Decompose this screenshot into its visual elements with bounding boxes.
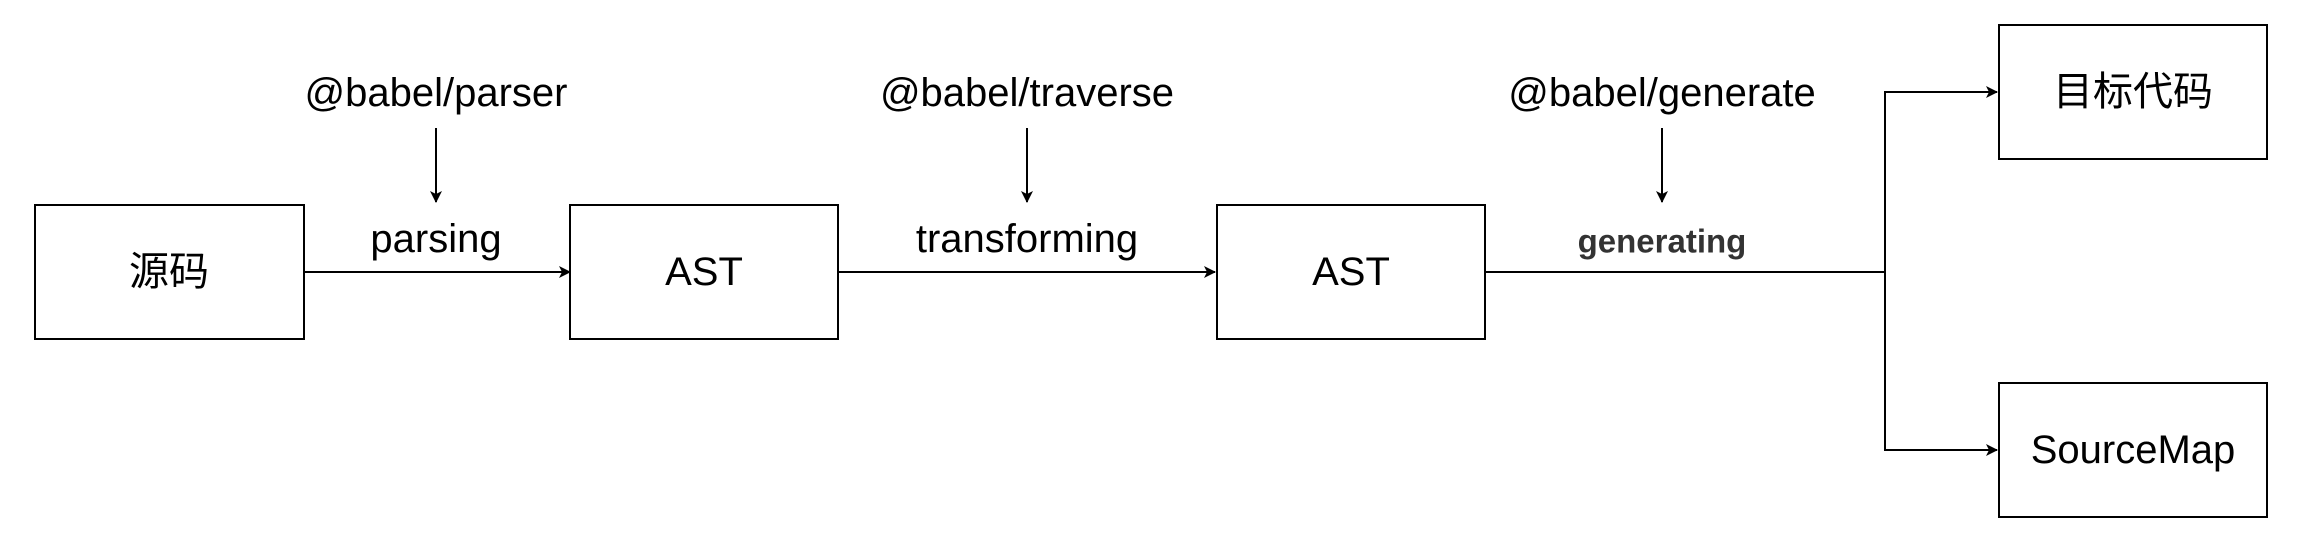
edges [304,86,1998,456]
edge-to-target-code [1884,86,1998,272]
node-source-box [34,204,305,340]
node-target-code: 目标代码 [1998,24,2268,160]
node-sourcemap-box [1998,382,2268,518]
edge-to-sourcemap [1884,272,1998,456]
node-ast-transformed-label: AST [1312,250,1390,294]
node-source: 源码 [34,204,305,340]
tool-parser-label: @babel/parser [305,71,568,115]
node-target-code-label: 目标代码 [2053,70,2213,114]
step-transforming-label: transforming [916,217,1138,261]
node-sourcemap-label: SourceMap [2031,428,2236,472]
step-parsing-label: parsing [370,217,501,261]
node-ast-transformed-box [1216,204,1486,340]
node-target-code-box [1998,24,2268,160]
node-sourcemap: SourceMap [1998,382,2268,518]
tool-traverse-label: @babel/traverse [880,71,1174,115]
node-source-label: 源码 [129,250,209,294]
step-generating-label: generating [1578,223,1747,260]
node-ast-parsed-box [569,204,839,340]
node-ast-transformed: AST [1216,204,1486,340]
node-ast-parsed: AST [569,204,839,340]
tool-generate-label: @babel/generate [1508,71,1816,115]
node-ast-parsed-label: AST [665,250,743,294]
